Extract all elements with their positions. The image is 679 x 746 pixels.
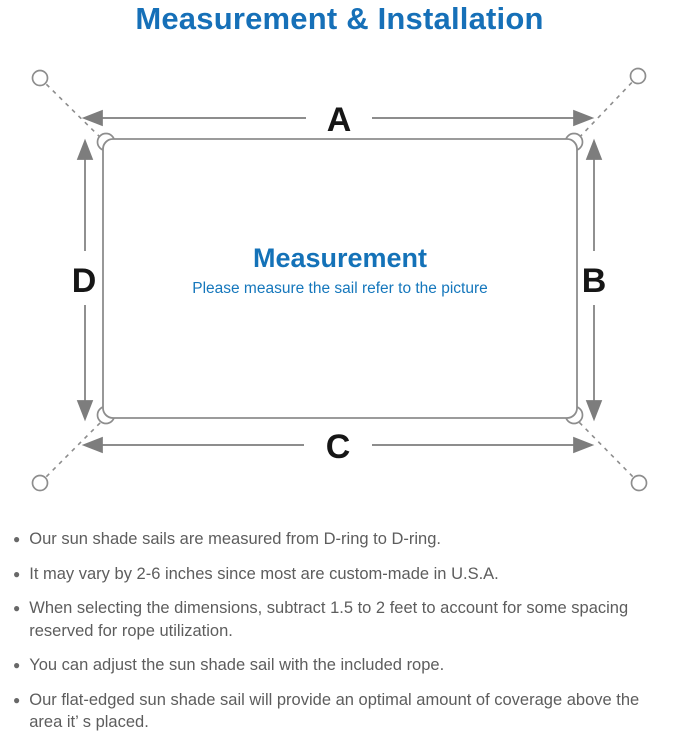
page-title: Measurement & Installation — [135, 1, 544, 36]
rope-line-top-left — [39, 77, 107, 144]
bullet-icon: ● — [13, 658, 21, 672]
anchor-point-icon — [31, 474, 49, 492]
arrowhead-left-icon — [81, 436, 103, 454]
arrowhead-down-icon — [585, 400, 603, 422]
anchor-point-icon — [629, 67, 647, 85]
list-item: ● It may vary by 2-6 inches since most a… — [13, 563, 674, 586]
diagram-center-title: Measurement — [253, 243, 427, 273]
list-item: ● You can adjust the sun shade sail with… — [13, 654, 674, 677]
dimension-label-c: C — [326, 428, 351, 466]
bullet-icon: ● — [13, 532, 21, 546]
arrowhead-right-icon — [573, 109, 595, 127]
list-item: ● Our sun shade sails are measured from … — [13, 528, 674, 551]
rope-line-bottom-left — [39, 416, 107, 484]
arrowhead-right-icon — [573, 436, 595, 454]
dimension-label-d: D — [72, 262, 97, 300]
arrowhead-up-icon — [76, 138, 94, 160]
diagram-center-subtitle: Please measure the sail refer to the pic… — [192, 280, 488, 297]
bullet-icon: ● — [13, 601, 21, 615]
list-item: ● Our flat-edged sun shade sail will pro… — [13, 689, 674, 734]
arrowhead-up-icon — [585, 138, 603, 160]
note-text: Our flat-edged sun shade sail will provi… — [29, 690, 640, 732]
anchor-points — [31, 67, 648, 492]
dimension-label-b: B — [582, 262, 607, 300]
arrowhead-down-icon — [76, 400, 94, 422]
note-text: When selecting the dimensions, subtract … — [29, 599, 629, 640]
notes-list: ● Our sun shade sails are measured from … — [13, 528, 674, 746]
anchor-point-icon — [31, 69, 49, 87]
note-text: Our sun shade sails are measured from D-… — [29, 530, 441, 548]
sail-outline — [102, 138, 578, 419]
rope-line-bottom-right — [573, 416, 640, 484]
list-item: ● When selecting the dimensions, subtrac… — [13, 597, 674, 642]
anchor-point-icon — [630, 474, 648, 492]
bullet-icon: ● — [13, 692, 21, 707]
measurement-diagram: A B C D Measurement Please measure the s… — [0, 55, 679, 515]
corner-rope-lines — [39, 75, 640, 484]
bullet-icon: ● — [13, 566, 21, 581]
note-text: It may vary by 2-6 inches since most are… — [29, 564, 499, 583]
dimension-label-a: A — [327, 101, 352, 139]
dimension-arrows — [76, 109, 603, 454]
rope-line-top-right — [573, 75, 639, 144]
note-text: You can adjust the sun shade sail with t… — [29, 656, 445, 674]
arrowhead-left-icon — [81, 109, 103, 127]
